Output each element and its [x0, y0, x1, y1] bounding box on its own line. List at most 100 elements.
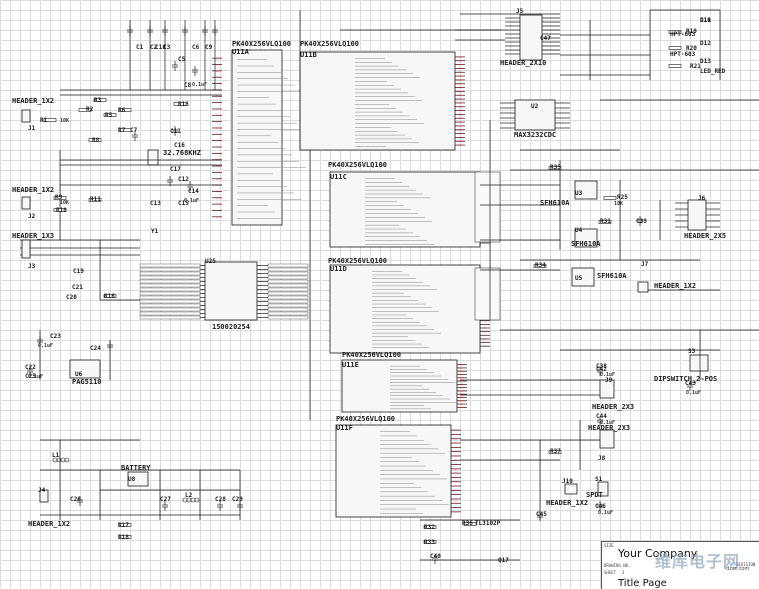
resistor-symbol	[103, 294, 117, 298]
resistor-label: R11	[90, 196, 101, 203]
net-label	[139, 311, 201, 316]
title-block-sheet-no: 3	[622, 570, 625, 575]
resistor-label: R36	[462, 520, 473, 527]
led-ref-label: D13	[700, 58, 711, 65]
resistor-symbol	[533, 264, 547, 268]
capacitor-label: C47	[540, 35, 551, 42]
part-ref-label: S1	[595, 476, 603, 483]
inductor-symbol	[60, 457, 66, 463]
led-ref-label: D12	[700, 40, 711, 47]
s3-body	[689, 354, 709, 372]
j4-body	[39, 489, 49, 503]
capacitor-label: C24	[90, 345, 101, 352]
j2-body	[21, 196, 31, 210]
resistor-symbol	[78, 108, 92, 112]
connector-part-label: HEADER_2X10	[500, 59, 547, 67]
capacitor-label: C10	[700, 17, 711, 24]
j5-header	[519, 14, 543, 61]
connector-ref-label: J3	[28, 263, 36, 270]
net-label	[267, 267, 309, 272]
connector-ref-label: J8	[598, 455, 606, 462]
connector-ref-label: J1	[28, 125, 36, 132]
part-ref-label: U4	[575, 227, 583, 234]
resistor-label: R31	[600, 218, 611, 225]
net-label	[267, 283, 309, 288]
title-block-title: Title Page	[618, 578, 667, 589]
mcu-ref-label: U11E	[342, 361, 359, 369]
resistor-symbol	[463, 522, 477, 526]
resistor-label: R5	[105, 112, 113, 119]
inductor-label: L2	[185, 492, 193, 499]
connector-part-label: HEADER_2X3	[588, 424, 631, 432]
resistor-label: R37	[550, 448, 561, 455]
net-label	[267, 311, 309, 316]
net-label	[139, 263, 201, 268]
cap-value-label: 0.1uF	[28, 374, 44, 380]
resistor-label: R7	[118, 127, 126, 134]
part-ref-label: U8	[128, 476, 136, 483]
res-value-label: 10K	[614, 201, 624, 207]
connector-ref-label: J9	[605, 377, 613, 384]
resistor-label: R35	[550, 164, 561, 171]
cap-value-label: 0.1uF	[598, 510, 614, 516]
watermark-url: dzsc.com	[726, 566, 750, 572]
resistor-symbol	[88, 138, 102, 142]
resistor-symbol	[118, 108, 132, 112]
connector-ref-label: J7	[641, 261, 649, 268]
net-label	[139, 291, 201, 296]
part-ref-label: U2	[531, 103, 539, 110]
resistor-symbol	[173, 102, 187, 106]
mcu-u11b-block	[299, 51, 456, 151]
part-name-label: SFH610A	[597, 272, 627, 280]
mcu-part-label: PK40X256VLQ100	[232, 40, 292, 48]
capacitor-label: C23	[50, 333, 61, 340]
cap-value-label: 0.1uF	[600, 420, 616, 426]
mcu-ref-label: U11B	[300, 51, 317, 59]
net-label-stack	[474, 267, 501, 321]
resistor-label: R21	[690, 63, 701, 70]
capacitor-label: C3	[163, 44, 171, 51]
mcu-part-label: PK40X256VLQ100	[300, 40, 360, 48]
part-name-label: 32.768KHZ	[163, 149, 201, 157]
resistor-label: R8	[92, 137, 100, 144]
capacitor-label: C9	[205, 44, 213, 51]
capacitor-label: C39	[636, 218, 647, 225]
part-ref-label: U5	[575, 275, 583, 282]
net-label	[267, 303, 309, 308]
cap-value-label: 0.1uF	[192, 82, 208, 88]
mcu-part-label: PK40X256VLQ100	[336, 415, 396, 423]
capacitor-label: C25	[25, 373, 36, 380]
title-block-size-label: SIZE	[604, 543, 614, 548]
net-label	[267, 307, 309, 312]
net-label	[139, 299, 201, 304]
net-label	[139, 279, 201, 284]
part-ref-label: U6	[75, 371, 83, 378]
resistor-symbol	[548, 166, 562, 170]
mcu-ref-label: U11F	[336, 424, 353, 432]
capacitor-label: C44	[596, 413, 607, 420]
resistor-label: R9	[55, 194, 63, 201]
resistor-label: R3	[94, 97, 102, 104]
resistor-symbol	[118, 535, 132, 539]
connector-part-label: HEADER_1X2	[12, 186, 55, 194]
resistor-symbol	[43, 118, 57, 122]
led-part-label: LED_RED	[700, 68, 726, 75]
part-name-label: SFH610A	[540, 199, 570, 207]
part-name-label: PAG5110	[72, 378, 102, 386]
resistor-label: R10	[56, 207, 67, 214]
capacitor-label: C16	[174, 142, 185, 149]
resistor-label: R17	[118, 522, 129, 529]
mcu-u11a-power-block	[231, 49, 283, 226]
part-name-label: SFH610A	[571, 240, 601, 248]
connector-part-label: HEADER_1X2	[28, 520, 71, 528]
net-label	[139, 287, 201, 292]
net-label	[267, 279, 309, 284]
net-label	[139, 295, 201, 300]
part-ref-label: U25	[205, 258, 216, 265]
mcu-u11d-block	[329, 264, 481, 354]
connector-ref-label: J6	[698, 195, 706, 202]
resistor-symbol	[668, 64, 682, 68]
capacitor-label: C46	[595, 503, 606, 510]
connector-part-label: HEADER_1X2	[12, 97, 55, 105]
part-name-label: MAX3232CDC	[514, 131, 557, 139]
